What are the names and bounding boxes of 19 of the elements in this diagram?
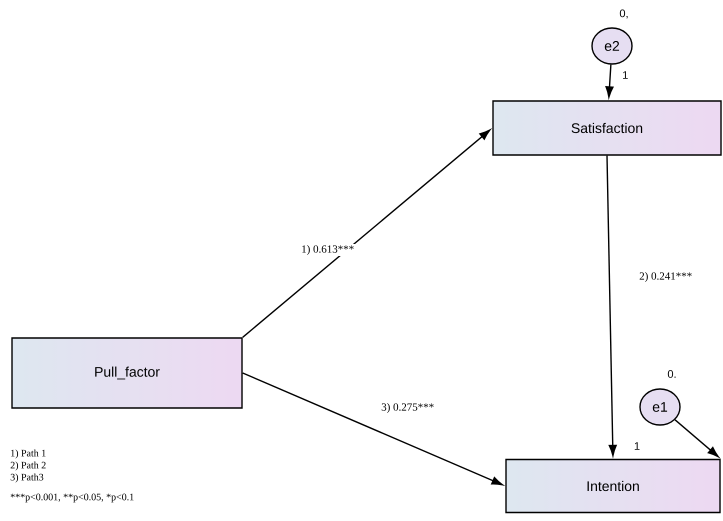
edge-label: 1 (634, 442, 640, 450)
variable-box: Pull_factor (11, 337, 243, 409)
variable-box: Satisfaction (492, 100, 722, 156)
arrow (242, 129, 490, 338)
note-text: 1) Path 1 (11, 449, 46, 458)
edge-label: 3) 0.275*** (382, 403, 434, 413)
note-text: 2) Path 2 (10, 461, 46, 470)
arrow (606, 156, 617, 456)
variance-label: 0. (668, 370, 676, 378)
note-text: ***p<0.001, **p<0.05, *p<0.1 (10, 494, 134, 502)
arrow (605, 64, 614, 98)
variance-label: 0, (620, 9, 628, 19)
edge-label: 2) 0.241*** (640, 272, 692, 282)
arrow (242, 372, 503, 486)
arrow (674, 419, 719, 458)
edge-label: 1 (623, 71, 628, 79)
edge-label: 1) 0.613*** (302, 245, 354, 255)
note-text: 3) Path3 (10, 473, 44, 482)
variable-box: Intention (505, 458, 721, 514)
